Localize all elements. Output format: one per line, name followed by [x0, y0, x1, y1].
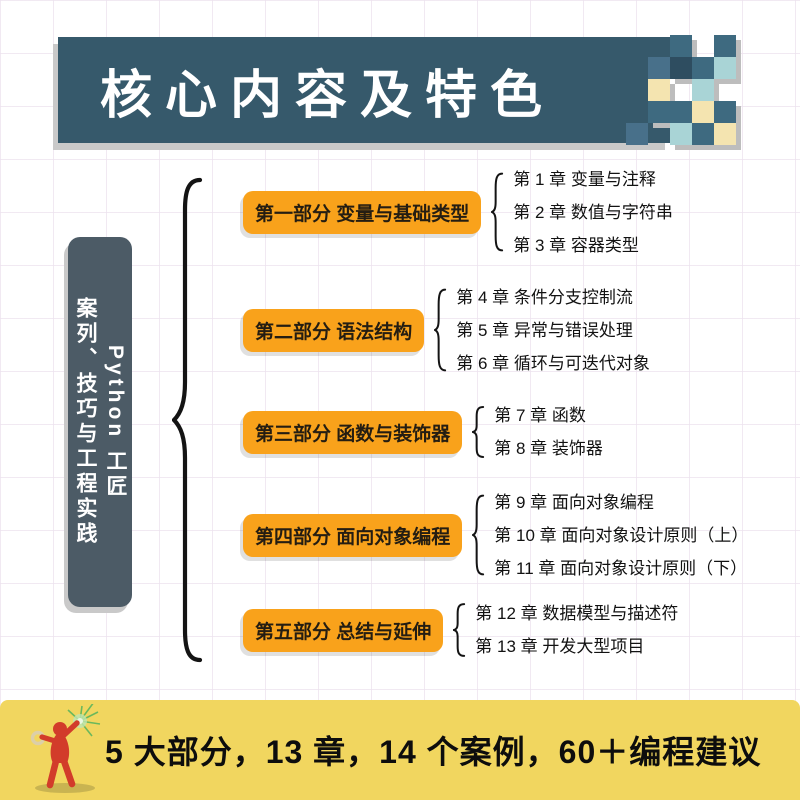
pixel-cell: [626, 123, 648, 145]
chapter-list: 第 7 章 函数 第 8 章 装饰器: [494, 399, 603, 465]
part-row-1: 第一部分 变量与基础类型 第 1 章 变量与注释 第 2 章 数值与字符串 第 …: [243, 163, 673, 261]
chapter-item: 第 10 章 面向对象设计原则（上）: [494, 525, 749, 545]
pixel-cell: [692, 123, 714, 145]
chapter-brace: [453, 603, 466, 657]
pixel-cell: [670, 101, 692, 123]
chapter-brace: [472, 406, 485, 458]
pixel-cell: [714, 57, 736, 79]
pixel-cell: [692, 101, 714, 123]
part-label: 第三部分 函数与装饰器: [243, 410, 463, 454]
chapter-item: 第 13 章 开发大型项目: [475, 637, 645, 656]
part-label: 第二部分 语法结构: [243, 308, 425, 352]
book-title-box: Python 工匠 案列、技巧与工程实践: [68, 237, 132, 607]
book-title-vertical-text: Python 工匠 案列、技巧与工程实践: [70, 246, 130, 598]
chapter-list: 第 1 章 变量与注释 第 2 章 数值与字符串 第 3 章 容器类型: [513, 163, 673, 262]
painter-figure-icon: [30, 704, 101, 793]
pixel-cell: [714, 123, 736, 145]
part-row-3: 第三部分 函数与装饰器 第 7 章 函数 第 8 章 装饰器: [243, 401, 603, 463]
main-brace: [172, 177, 203, 663]
title-banner: 核心内容及特色: [58, 37, 670, 143]
book-series-title: Python 工匠: [104, 344, 127, 500]
part-label: 第一部分 变量与基础类型: [243, 190, 482, 234]
part-label: 第四部分 面向对象编程: [243, 513, 463, 557]
footer-summary: 5 大部分，13 章，14 个案例，60＋编程建议: [105, 734, 762, 770]
chapter-item: 第 1 章 变量与注释: [513, 169, 656, 189]
chapter-list: 第 9 章 面向对象编程 第 10 章 面向对象设计原则（上） 第 11 章 面…: [494, 486, 748, 585]
pixel-cell: [648, 57, 670, 79]
chapter-item: 第 11 章 面向对象设计原则（下）: [494, 558, 748, 578]
pixel-cell: [648, 79, 670, 101]
part-row-5: 第五部分 总结与延伸 第 12 章 数据模型与描述符 第 13 章 开发大型项目: [243, 596, 678, 664]
part-row-4: 第四部分 面向对象编程 第 9 章 面向对象编程 第 10 章 面向对象设计原则…: [243, 485, 748, 585]
chapter-item: 第 3 章 容器类型: [513, 235, 639, 255]
pixel-cell: [670, 35, 692, 57]
chapter-item: 第 4 章 条件分支控制流: [456, 287, 633, 307]
chapter-brace: [434, 288, 447, 372]
pixel-cell: [714, 101, 736, 123]
chapter-brace: [472, 494, 485, 576]
chapter-item: 第 2 章 数值与字符串: [513, 202, 673, 222]
chapter-item: 第 5 章 异常与错误处理: [456, 320, 633, 340]
footer-banner: 5 大部分，13 章，14 个案例，60＋编程建议: [0, 700, 800, 800]
pixel-cell: [648, 101, 670, 123]
chapter-item: 第 7 章 函数: [494, 406, 586, 425]
chapter-brace: [491, 172, 504, 252]
pixel-cell: [692, 79, 714, 101]
pixel-cell: [714, 35, 736, 57]
chapter-item: 第 6 章 循环与可迭代对象: [456, 353, 650, 373]
book-subtitle: 案列、技巧与工程实践: [74, 297, 97, 547]
pixel-cell: [670, 57, 692, 79]
page-title: 核心内容及特色: [100, 66, 556, 125]
pixel-cell: [670, 123, 692, 145]
chapter-item: 第 9 章 面向对象编程: [494, 492, 654, 512]
chapter-item: 第 12 章 数据模型与描述符: [475, 604, 679, 623]
part-label: 第五部分 总结与延伸: [243, 608, 444, 652]
chapter-item: 第 8 章 装饰器: [494, 439, 603, 458]
chapter-list: 第 12 章 数据模型与描述符 第 13 章 开发大型项目: [475, 597, 678, 663]
pixel-cell: [692, 57, 714, 79]
chapter-list: 第 4 章 条件分支控制流 第 5 章 异常与错误处理 第 6 章 循环与可迭代…: [456, 281, 650, 380]
part-row-2: 第二部分 语法结构 第 4 章 条件分支控制流 第 5 章 异常与错误处理 第 …: [243, 280, 650, 380]
